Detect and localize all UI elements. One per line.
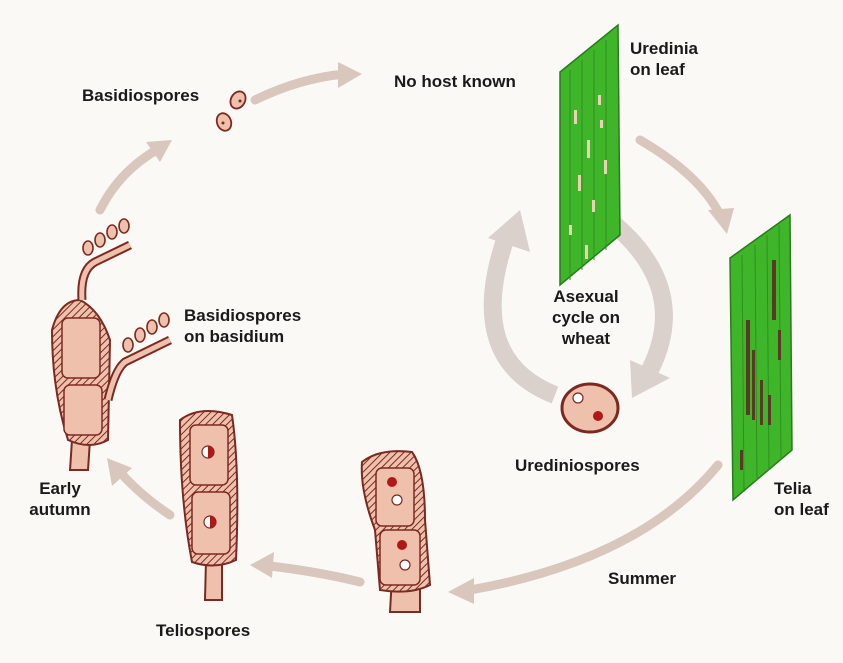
label-uredinia-on-leaf: Uredinia on leaf — [630, 38, 698, 80]
arrow-between-teliospores-head — [250, 552, 274, 578]
teliospore-middle — [180, 411, 237, 600]
label-early-autumn: Early autumn — [20, 478, 100, 520]
label-basidiospores: Basidiospores — [82, 85, 199, 106]
urediniospore — [562, 384, 618, 432]
arrow-to-no-host-head — [338, 62, 362, 88]
uredinia-leaf — [560, 25, 620, 285]
arrow-between-teliospores — [270, 566, 360, 582]
label-summer: Summer — [608, 568, 676, 589]
germinating-teliospore — [52, 219, 170, 470]
arrow-to-telia — [640, 140, 720, 215]
arrow-to-early-autumn — [120, 472, 170, 515]
label-teliospores: Teliospores — [156, 620, 250, 641]
telia-leaf — [730, 215, 792, 500]
arrow-summer — [470, 465, 718, 590]
label-basidiospores-on-basidium: Basidiospores on basidium — [184, 305, 301, 347]
label-no-host-known: No host known — [394, 71, 516, 92]
label-telia-on-leaf: Telia on leaf — [774, 478, 829, 520]
free-basidiospores — [214, 89, 248, 133]
label-asexual-cycle: Asexual cycle on wheat — [536, 286, 636, 349]
arrow-to-telia-head — [708, 208, 734, 234]
arrow-to-basidium — [100, 148, 160, 210]
label-urediniospores: Urediniospores — [515, 455, 640, 476]
arrow-summer-head — [448, 578, 474, 604]
arrow-to-no-host — [255, 74, 345, 100]
teliospore-right — [362, 451, 430, 612]
